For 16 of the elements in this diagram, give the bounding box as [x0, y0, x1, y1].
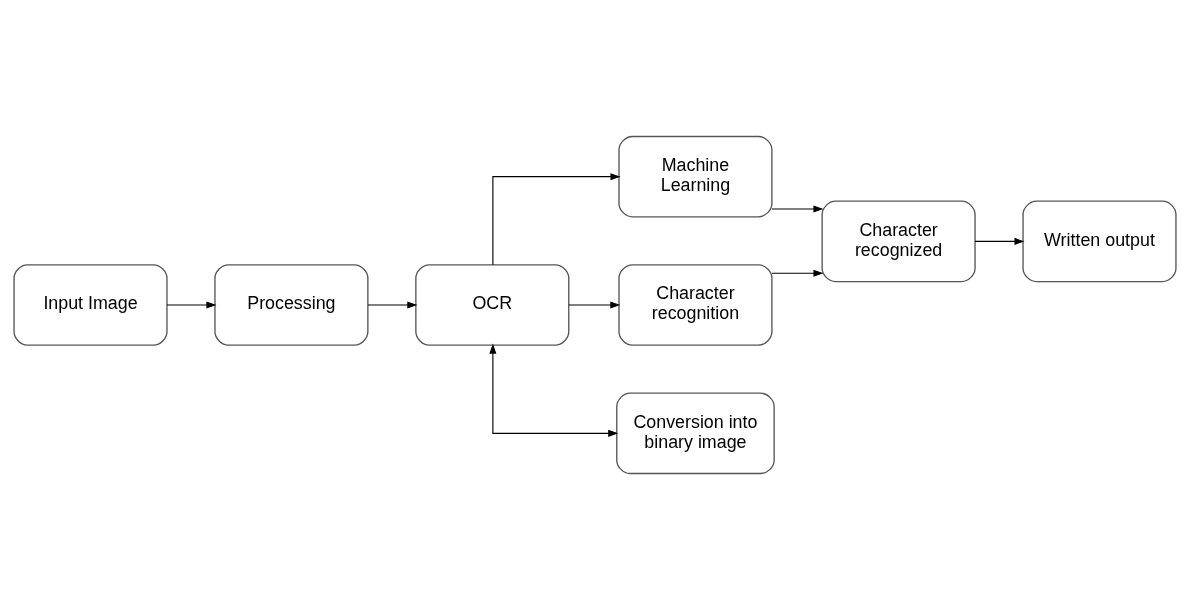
node-box: OCR	[415, 264, 570, 346]
node-box: Character recognition	[618, 264, 773, 346]
node-box: Input Image	[13, 264, 168, 346]
arrow	[771, 269, 824, 277]
arrow	[489, 343, 619, 437]
arrow	[974, 237, 1025, 245]
arrow	[492, 173, 621, 266]
arrow	[166, 301, 217, 309]
node-box: Machine Learning	[618, 135, 773, 218]
arrow	[568, 301, 621, 309]
node-box: Written output	[1022, 200, 1177, 283]
node-box: Conversion into binary image	[616, 392, 775, 475]
arrow	[367, 301, 418, 309]
arrow	[771, 205, 824, 213]
node-box: Character recognized	[821, 200, 976, 283]
node-box: Processing	[214, 264, 369, 346]
